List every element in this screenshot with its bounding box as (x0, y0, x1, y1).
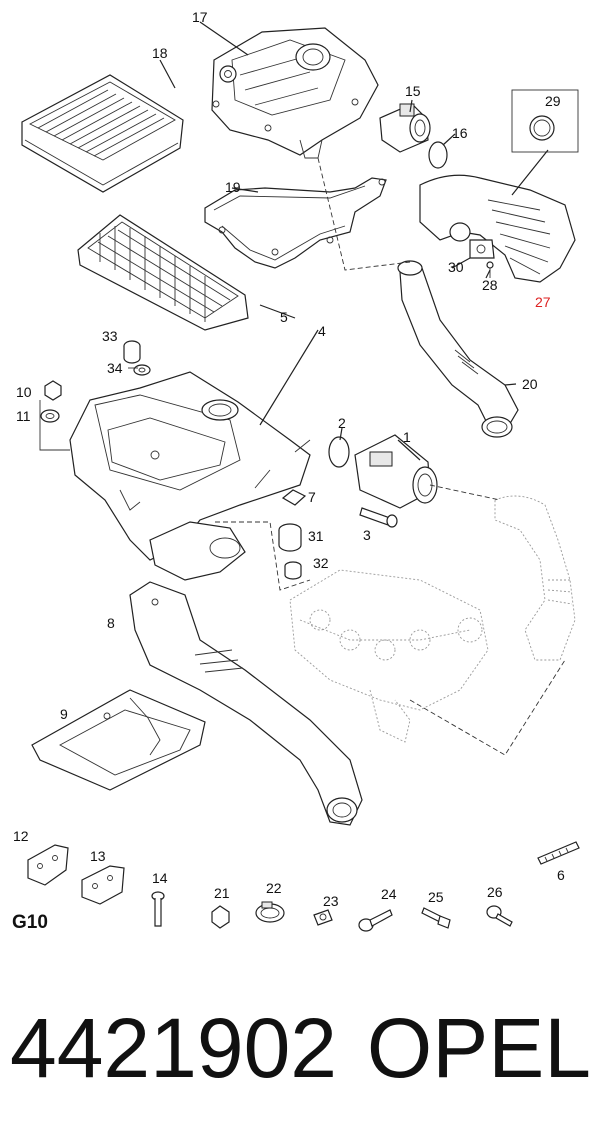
label-16: 16 (452, 125, 468, 141)
intake-pipe-lower (129, 581, 363, 826)
label-8: 8 (107, 615, 115, 631)
engine-intake-manifold-ghost (289, 569, 489, 743)
label-14: 14 (152, 870, 168, 886)
washer-mount (133, 364, 151, 376)
nut-21 (211, 905, 230, 929)
bolt-26 (486, 905, 513, 927)
label-32: 32 (313, 555, 329, 571)
clip-7 (281, 489, 307, 506)
o-ring-upper (428, 141, 448, 169)
label-18: 18 (152, 45, 168, 61)
label-15: 15 (405, 83, 421, 99)
leader-lines (39, 21, 566, 756)
label-29: 29 (545, 93, 561, 109)
label-28: 28 (482, 277, 498, 293)
label-4: 4 (318, 323, 326, 339)
clip-23 (313, 909, 333, 926)
air-cleaner-upper-housing (211, 27, 379, 159)
bolt-25 (421, 907, 451, 929)
washer-11 (40, 409, 60, 423)
heat-shield-plate (31, 689, 206, 791)
nut-10 (44, 380, 62, 401)
bracket-12 (27, 844, 69, 886)
part-labels: 17 18 15 16 29 19 30 28 27 5 4 33 34 20 … (13, 9, 565, 909)
label-23: 23 (323, 893, 339, 909)
label-5: 5 (280, 309, 288, 325)
rubber-mount-32 (284, 561, 302, 580)
air-filter-element (77, 214, 249, 331)
stud-6 (537, 841, 580, 865)
section-code: G10 (12, 912, 48, 933)
label-6: 6 (557, 867, 565, 883)
turbo-outlet-pipe-ghost (494, 495, 576, 661)
label-1: 1 (403, 429, 411, 445)
label-31: 31 (308, 528, 324, 544)
air-cleaner-lower-housing (69, 371, 311, 581)
air-filter-square (21, 74, 184, 193)
rubber-mount-top (123, 340, 141, 364)
label-2: 2 (338, 415, 346, 431)
hose-clamp-22 (255, 901, 285, 923)
label-17: 17 (192, 9, 208, 25)
label-3: 3 (363, 527, 371, 543)
label-19: 19 (225, 179, 241, 195)
mounting-bracket-frame (204, 177, 387, 269)
parts-diagram: 17 18 15 16 29 19 30 28 27 5 4 33 34 20 … (13, 9, 580, 932)
label-12: 12 (13, 828, 29, 844)
label-10: 10 (16, 384, 32, 400)
label-30: 30 (448, 259, 464, 275)
intake-hose-upper (397, 260, 519, 438)
bolt-3 (359, 507, 398, 528)
turbo-hose-assembly (419, 89, 579, 283)
label-11: 11 (16, 408, 31, 424)
label-21: 21 (214, 885, 230, 901)
brand-name: OPEL (366, 1001, 591, 1095)
label-13: 13 (90, 848, 106, 864)
rubber-mount-31 (278, 523, 302, 552)
label-20: 20 (522, 376, 538, 392)
bolt-24 (358, 909, 393, 932)
airflow-sensor-lower (354, 434, 438, 509)
label-7: 7 (308, 489, 316, 505)
label-26: 26 (487, 884, 503, 900)
label-33: 33 (102, 328, 118, 344)
bolt-14 (151, 891, 165, 927)
label-9: 9 (60, 706, 68, 722)
o-ring-lower (328, 436, 350, 468)
airflow-sensor-upper (379, 103, 431, 153)
label-27: 27 (535, 294, 551, 310)
bracket-13 (81, 865, 125, 905)
label-22: 22 (266, 880, 282, 896)
footer: 4421902 OPEL (10, 998, 595, 1098)
label-34: 34 (107, 360, 123, 376)
part-number: 4421902 (10, 1001, 338, 1095)
label-24: 24 (381, 886, 397, 902)
label-25: 25 (428, 889, 444, 905)
